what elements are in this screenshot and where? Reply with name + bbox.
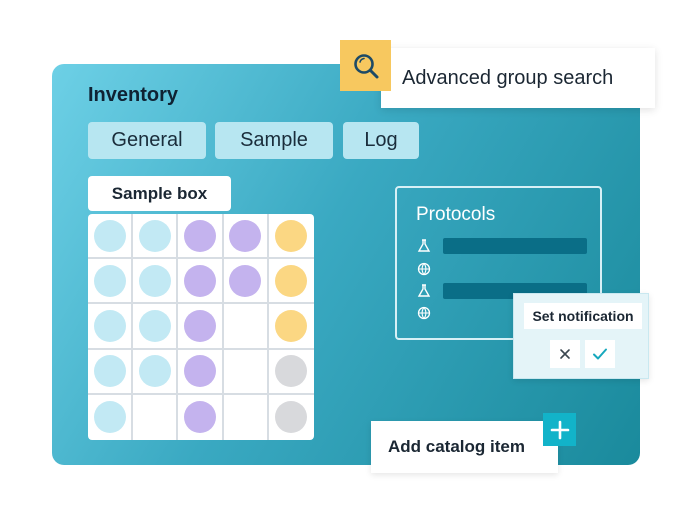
sample-well[interactable] [88, 259, 134, 305]
plus-icon [550, 420, 569, 439]
sample-well[interactable] [178, 214, 224, 260]
sample-well[interactable] [133, 349, 179, 395]
tab-general[interactable]: General [88, 122, 206, 159]
sample-well[interactable] [88, 214, 134, 260]
page-title: Inventory [88, 84, 179, 106]
sample-dot-blue [138, 264, 171, 297]
sample-dot-purple [229, 219, 262, 252]
protocols-title: Protocols [416, 204, 496, 225]
sample-well[interactable] [223, 259, 269, 305]
sample-dot-blue [138, 355, 171, 388]
sample-dot-yellow [275, 219, 308, 252]
add-catalog-item-button[interactable] [543, 413, 576, 446]
advanced-group-search[interactable]: Advanced group search [381, 48, 655, 108]
sample-dot-blue [138, 219, 171, 252]
sample-well[interactable] [268, 350, 314, 395]
sample-dot-purple [183, 264, 216, 297]
cancel-button[interactable] [550, 340, 580, 368]
sample-dot-blue [93, 401, 126, 434]
sample-dot-purple [183, 401, 216, 434]
sample-dot-blue [93, 309, 126, 342]
sample-box-grid [88, 214, 314, 440]
sample-well[interactable] [178, 349, 224, 395]
sample-dot-purple [183, 219, 216, 252]
sample-well[interactable] [223, 304, 269, 350]
globe-icon [417, 306, 431, 320]
sample-well[interactable] [268, 304, 314, 350]
set-notification-card: Set notification [513, 293, 649, 379]
sample-dot-blue [138, 309, 171, 342]
sample-well[interactable] [88, 349, 134, 395]
sample-box-label: Sample box [88, 176, 231, 211]
sample-dot-yellow [275, 264, 308, 297]
search-button[interactable] [340, 40, 391, 91]
flask-icon [417, 284, 431, 298]
sample-dot-blue [93, 264, 126, 297]
sample-well[interactable] [178, 394, 224, 440]
sample-dot-purple [183, 355, 216, 388]
sample-well[interactable] [178, 304, 224, 350]
sample-dot-blue [93, 219, 126, 252]
sample-dot-purple [229, 264, 262, 297]
sample-dot-gray [275, 401, 308, 434]
tab-log[interactable]: Log [343, 122, 419, 159]
flask-icon [417, 239, 431, 253]
search-icon [353, 53, 378, 78]
sample-well[interactable] [268, 259, 314, 305]
sample-well[interactable] [133, 259, 179, 305]
sample-dot-gray [275, 355, 308, 388]
protocol-bar[interactable] [443, 238, 587, 254]
add-catalog-item-label: Add catalog item [388, 437, 525, 456]
sample-well[interactable] [133, 304, 179, 350]
confirm-button[interactable] [585, 340, 615, 368]
close-icon [560, 349, 570, 359]
sample-well[interactable] [88, 394, 134, 440]
add-catalog-item[interactable]: Add catalog item [371, 421, 558, 473]
set-notification-label: Set notification [524, 303, 642, 329]
advanced-group-search-label: Advanced group search [402, 66, 614, 89]
sample-well[interactable] [223, 214, 269, 260]
sample-well[interactable] [88, 304, 134, 350]
sample-well[interactable] [224, 394, 269, 440]
sample-well[interactable] [269, 395, 314, 440]
sample-well[interactable] [133, 214, 179, 260]
sample-well[interactable] [268, 214, 314, 260]
sample-well[interactable] [178, 259, 224, 305]
tab-sample[interactable]: Sample [215, 122, 333, 159]
sample-dot-blue [93, 355, 126, 388]
sample-dot-yellow [275, 309, 308, 342]
sample-well[interactable] [133, 394, 179, 440]
sample-dot-purple [183, 309, 216, 342]
globe-icon [417, 262, 431, 276]
sample-well[interactable] [223, 349, 269, 395]
check-icon [593, 348, 607, 360]
